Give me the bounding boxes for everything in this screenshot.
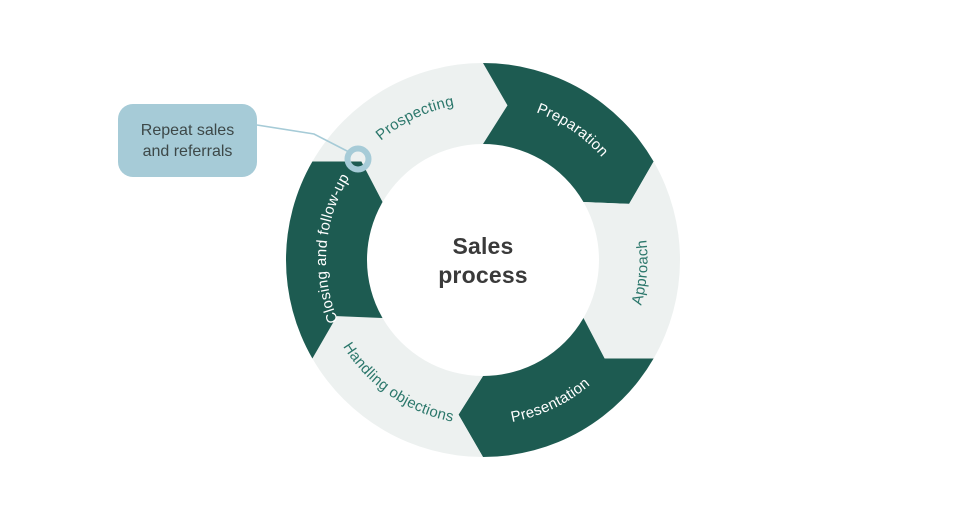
segment-closing-and-follow-up[interactable]: [285, 161, 383, 359]
callout-line-2: and referrals: [142, 142, 233, 160]
segment-presentation[interactable]: [458, 318, 654, 457]
callout-line-1: Repeat sales: [140, 121, 235, 139]
segment-prospecting[interactable]: [312, 62, 508, 202]
diagram-center-title: Sales process: [438, 232, 528, 290]
title-line-1: Sales: [452, 233, 514, 259]
segment-preparation[interactable]: [483, 63, 654, 204]
junction-marker[interactable]: [344, 145, 372, 173]
callout-connector-line: [256, 124, 350, 153]
segment-handling-objections[interactable]: [312, 316, 483, 457]
segment-approach[interactable]: [583, 161, 681, 359]
callout-repeat-sales[interactable]: Repeat sales and referrals: [118, 104, 257, 177]
title-line-2: process: [438, 262, 528, 288]
